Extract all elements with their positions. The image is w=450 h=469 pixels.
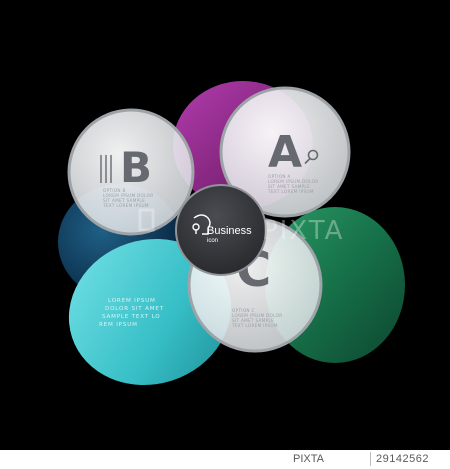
business-hub: Business icon <box>175 184 267 276</box>
cyan-text-line: DOLOR SIT AMET <box>105 306 164 312</box>
bubble-b-letter: B <box>120 143 152 192</box>
bubble-a: A OPTION A LOREM IPSUM DOLOR SIT AMET SA… <box>219 86 351 218</box>
bubble-c-caption: SIT AMET SAMPLE <box>232 318 274 323</box>
cyan-text-line: SAMPLE TEXT LO <box>102 314 161 320</box>
bubble-a-caption: LOREM IPSUM DOLOR <box>268 179 318 184</box>
magnifier-icon <box>304 149 319 165</box>
bubble-b-caption: LOREM IPSUM DOLOR <box>103 193 153 198</box>
hub-title: Business <box>207 225 252 237</box>
bubble-c-caption: LOREM IPSUM DOLOR <box>232 313 282 318</box>
bubble-a-caption: TEXT LOREM IPSUM <box>267 189 314 194</box>
footer-brand: PIXTA <box>293 453 324 465</box>
bubble-b-caption: OPTION B <box>103 188 126 193</box>
bubble-b-caption: TEXT LOREM IPSUM <box>102 203 149 208</box>
watermark: PIXTA <box>138 208 344 246</box>
bubble-a-caption: OPTION A <box>268 174 291 179</box>
footer-divider <box>370 452 371 466</box>
image-number: 29142562 <box>376 453 429 465</box>
bars-icon <box>100 155 112 183</box>
cyan-text-line: REM IPSUM <box>99 322 138 328</box>
bubble-c-caption: TEXT LOREM IPSUM <box>231 323 278 328</box>
bubble-a-caption: SIT AMET SAMPLE <box>268 184 310 189</box>
stock-footer: PIXTA 29142562 <box>0 450 450 469</box>
bubble-b: B OPTION B LOREM IPSUM DOLOR SIT AMET SA… <box>67 108 195 236</box>
head-bulb-icon <box>192 214 211 235</box>
bubble-b-caption: SIT AMET SAMPLE <box>103 198 145 203</box>
bubble-a-letter: A <box>268 127 302 178</box>
bubble-c-caption: OPTION C <box>232 308 255 313</box>
business-circles-infographic: LOREM IPSUM DOLOR SIT AMET SAMPLE TEXT L… <box>0 0 450 450</box>
hub-subtitle: icon <box>207 238 218 244</box>
watermark-text: PIXTA <box>262 216 344 246</box>
cyan-disc-text: LOREM IPSUM DOLOR SIT AMET SAMPLE TEXT L… <box>99 298 164 328</box>
cyan-text-line: LOREM IPSUM <box>108 298 156 304</box>
